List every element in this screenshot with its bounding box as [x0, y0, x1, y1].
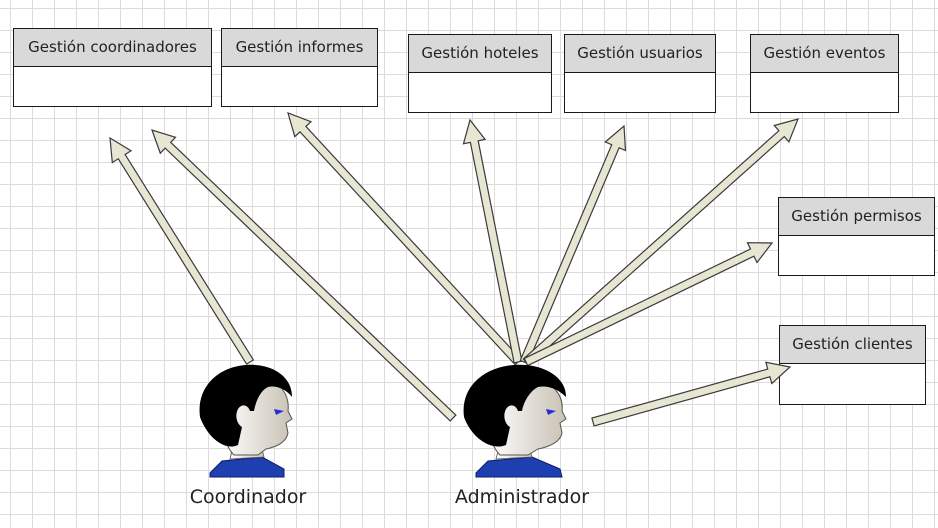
arrow-icon: [151, 129, 457, 422]
module-title: Gestión eventos: [751, 35, 898, 73]
association-arrows: [109, 112, 800, 427]
arrow-icon: [522, 118, 800, 366]
actor-label-administrador: Administrador: [454, 486, 590, 508]
arrow-icon: [519, 124, 627, 365]
arrow-icon: [591, 361, 792, 427]
person-icon: [199, 364, 293, 478]
module-gestion-eventos: Gestión eventos: [750, 34, 899, 113]
module-title: Gestión permisos: [779, 198, 934, 236]
person-icon: [463, 364, 567, 478]
arrow-icon: [523, 242, 774, 367]
module-gestion-usuarios: Gestión usuarios: [564, 34, 716, 113]
module-gestion-permisos: Gestión permisos: [778, 197, 935, 276]
arrow-icon: [462, 118, 523, 364]
module-gestion-hoteles: Gestión hoteles: [408, 34, 552, 113]
arrow-icon: [287, 112, 522, 366]
module-title: Gestión usuarios: [565, 35, 715, 73]
module-title: Gestión informes: [222, 29, 377, 67]
module-title: Gestión clientes: [780, 326, 925, 364]
module-gestion-clientes: Gestión clientes: [779, 325, 926, 405]
module-gestion-coordinadores: Gestión coordinadores: [13, 28, 212, 107]
actor-label-coordinador: Coordinador: [189, 486, 307, 508]
module-title: Gestión hoteles: [409, 35, 551, 73]
arrow-icon: [109, 136, 255, 365]
module-gestion-informes: Gestión informes: [221, 28, 378, 107]
module-title: Gestión coordinadores: [14, 29, 211, 67]
